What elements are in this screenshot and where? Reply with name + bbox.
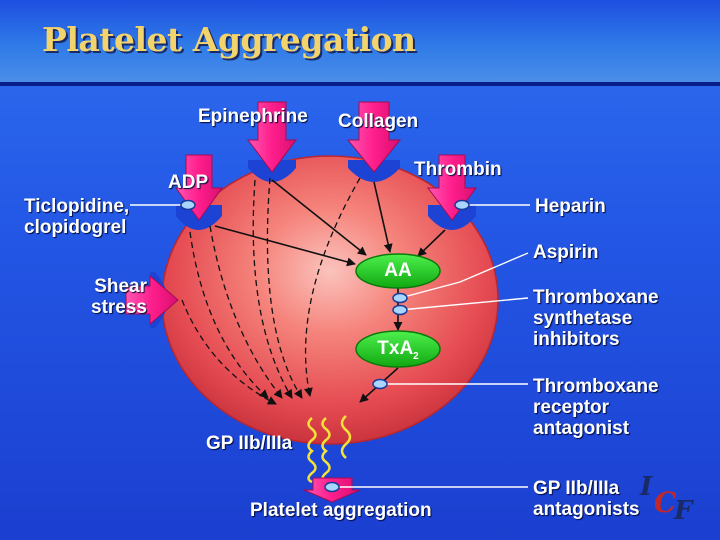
tx-rec-line1: Thromboxane — [533, 376, 659, 397]
dashed-path-2 — [209, 225, 283, 399]
shear-line2: stress — [91, 297, 147, 318]
epinephrine-arrow — [247, 101, 297, 173]
path-adp-aa — [214, 225, 356, 267]
aspirin-line — [399, 252, 529, 299]
gp-receptor-coils — [307, 415, 352, 484]
dashed-path-6 — [181, 299, 277, 405]
gp-antagonist-dot — [324, 481, 340, 493]
aa-label: AA — [384, 260, 412, 281]
path-collagen-aa — [373, 181, 393, 253]
tx-synthetase-line — [399, 297, 529, 311]
ticlopidine-dot — [180, 199, 196, 211]
platelet-aggregation-label: Platelet aggregation — [250, 500, 432, 521]
title-rule — [0, 82, 720, 86]
shear-stress-label: Shear stress — [80, 276, 147, 318]
adp-label: ADP — [168, 172, 209, 193]
icf-logo: I C F — [636, 472, 696, 528]
tx-synth-line2: synthetase — [533, 308, 633, 329]
path-epinephrine-aa — [271, 179, 367, 256]
gp-ant-line1: GP IIb/IIIa — [533, 478, 620, 499]
shear-stress-arrow — [125, 274, 179, 326]
path-thrombin-aa — [417, 229, 446, 257]
logo-i: I — [640, 472, 653, 502]
tx-receptor-dot — [372, 378, 388, 390]
collagen-arrow — [346, 101, 402, 173]
aspirin-dot — [392, 292, 408, 304]
heparin-dot — [454, 199, 470, 211]
epinephrine-label: Epinephrine — [198, 106, 308, 127]
tx-rec-line2: receptor — [533, 397, 610, 418]
dashed-path-3 — [252, 179, 293, 399]
tx-rec-line3: antagonist — [533, 418, 630, 439]
tx-synthetase-label: Thromboxane synthetase inhibitors — [533, 287, 659, 350]
coil-middle — [321, 417, 331, 484]
coil-left — [307, 417, 317, 484]
dashed-path-1 — [189, 231, 269, 399]
txa2-label: TxA2 — [356, 338, 440, 368]
tx-receptor-label: Thromboxane receptor antagonist — [533, 376, 659, 439]
aspirin-label: Aspirin — [533, 242, 599, 263]
title-bar — [0, 0, 720, 82]
coil-right — [340, 415, 352, 459]
slide-title: Platelet Aggregation — [42, 20, 416, 59]
ticlopidine-line1: Ticlopidine, — [24, 196, 130, 217]
collagen-label: Collagen — [338, 111, 419, 132]
shear-line1: Shear — [94, 276, 147, 297]
gp-antagonists-label: GP IIb/IIIa antagonists — [533, 478, 640, 520]
dashed-path-5 — [303, 177, 361, 397]
txa2-node — [355, 330, 441, 368]
ticlopidine-line2: clopidogrel — [24, 217, 127, 238]
gp-ant-line2: antagonists — [533, 499, 640, 520]
thrombin-label: Thrombin — [414, 159, 502, 180]
logo-c: C — [654, 486, 677, 519]
heparin-label: Heparin — [535, 196, 606, 217]
txa2-main: TxA — [377, 338, 414, 359]
gp-receptor-label: GP IIb/IIIa — [206, 433, 293, 454]
tx-synth-line3: inhibitors — [533, 329, 620, 350]
txa2-subscript: 2 — [413, 350, 419, 362]
tx-synth-line1: Thromboxane — [533, 287, 659, 308]
ticlopidine-label: Ticlopidine, clopidogrel — [24, 196, 129, 238]
aa-node — [355, 253, 441, 289]
logo-f: F — [674, 496, 693, 526]
tx-synthetase-dot — [392, 304, 408, 316]
dashed-path-4 — [266, 177, 303, 399]
